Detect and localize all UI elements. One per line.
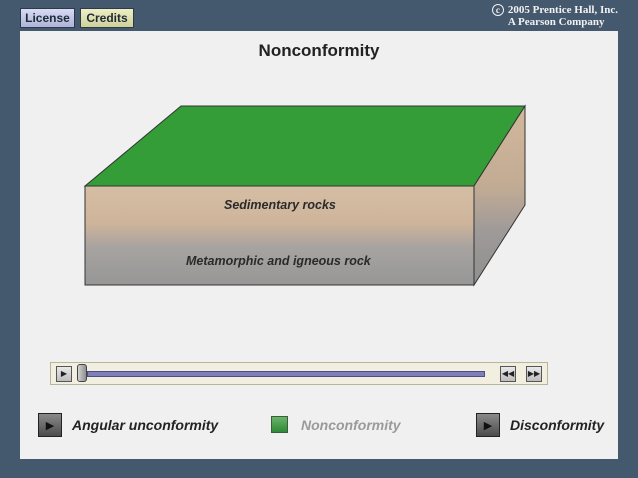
nonconformity-button[interactable] [271, 416, 288, 433]
play-icon: ▶ [45, 419, 55, 432]
copyright-line1: 2005 Prentice Hall, Inc. [507, 4, 618, 16]
nonconformity-label[interactable]: Nonconformity [301, 417, 401, 433]
angular-unconformity-label[interactable]: Angular unconformity [72, 417, 219, 433]
play-button[interactable]: ▶ [56, 366, 72, 382]
play-icon: ▶ [60, 369, 68, 378]
rewind-button[interactable]: ◀◀ [500, 366, 516, 382]
content-panel: Nonconformity Sedimentary rocks Metamorp… [20, 31, 618, 459]
animation-controller: ▶ ◀◀ ▶▶ [50, 362, 548, 385]
surface-top-face [83, 105, 526, 187]
copyright-symbol: c [491, 4, 504, 16]
sedimentary-rocks-label: Sedimentary rocks [224, 198, 336, 212]
fast-forward-button[interactable]: ▶▶ [526, 366, 542, 382]
rock-block-diagram [83, 104, 526, 287]
metamorphic-igneous-label: Metamorphic and igneous rock [186, 254, 371, 268]
credits-button[interactable]: Credits [80, 8, 134, 28]
fast-forward-icon: ▶▶ [527, 369, 541, 378]
license-button[interactable]: License [20, 8, 75, 28]
angular-unconformity-button[interactable]: ▶ [38, 413, 62, 437]
disconformity-button[interactable]: ▶ [476, 413, 500, 437]
disconformity-label[interactable]: Disconformity [510, 417, 605, 433]
progress-track[interactable] [87, 371, 485, 377]
rewind-icon: ◀◀ [501, 369, 515, 378]
block-side-face [473, 104, 526, 287]
copyright-line2: A Pearson Company [507, 16, 605, 28]
progress-thumb[interactable] [77, 364, 87, 382]
play-icon: ▶ [483, 419, 493, 432]
page-title: Nonconformity [258, 41, 380, 60]
